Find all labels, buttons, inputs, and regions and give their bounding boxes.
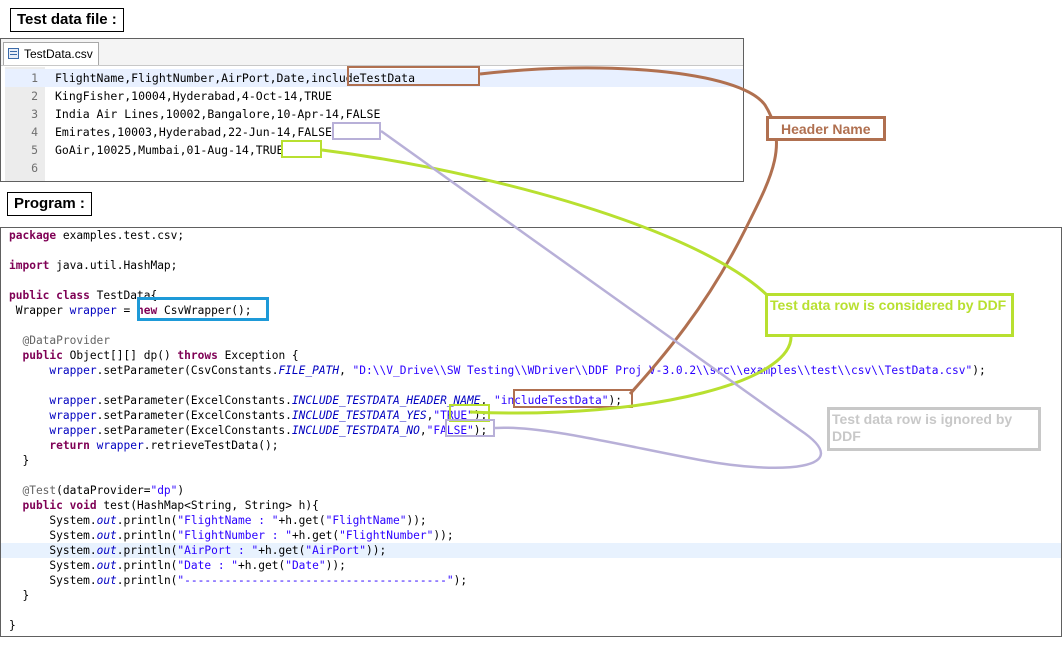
line-text: GoAir,10025,Mumbai,01-Aug-14,TRUE: [55, 143, 284, 157]
code-line: public class TestData{: [9, 289, 158, 302]
editor-tabstrip: TestData.csv: [1, 39, 743, 66]
false-string-highlight-box: [445, 419, 495, 437]
line-number: 2: [31, 89, 38, 103]
code-line: System.out.println("Date : "+h.get("Date…: [49, 559, 346, 572]
csv-editor-window: TestData.csv 1 FlightName,FlightNumber,Ai…: [0, 38, 744, 182]
code-line: public Object[][] dp() throws Exception …: [22, 349, 299, 362]
ignored-callout: Test data row is ignored by DDF: [827, 407, 1041, 451]
line-number: 5: [31, 143, 38, 157]
ignored-callout-text: Test data row is ignored by DDF: [832, 411, 1013, 444]
line-text: Emirates,10003,Hyderabad,22-Jun-14,FALSE: [55, 125, 332, 139]
code-line-current: System.out.println("AirPort : "+h.get("A…: [1, 543, 1061, 558]
header-name-callout: Header Name: [766, 116, 886, 141]
true-row-highlight-box: [281, 140, 322, 158]
program-label: Program :: [7, 192, 92, 216]
code-line: }: [9, 454, 30, 467]
csv-line: 5 GoAir,10025,Mumbai,01-Aug-14,TRUE: [5, 141, 743, 159]
false-row-highlight-box: [332, 122, 381, 140]
code-line: @Test(dataProvider="dp"): [9, 484, 185, 497]
code-line: System.out.println("FlightNumber : "+h.g…: [49, 529, 454, 542]
csv-line: 4 Emirates,10003,Hyderabad,22-Jun-14,FALS…: [5, 123, 743, 141]
considered-callout: Test data row is considered by DDF: [765, 293, 1014, 337]
code-line: Wrapper wrapper = new CsvWrapper();: [9, 304, 252, 317]
code-line: wrapper.setParameter(CsvConstants.FILE_P…: [49, 364, 986, 377]
tab-testdata-csv[interactable]: TestData.csv: [3, 42, 99, 65]
header-name-highlight-box: [347, 66, 480, 86]
code-line: return wrapper.retrieveTestData();: [49, 439, 279, 452]
code-line: public void test(HashMap<String, String>…: [22, 499, 319, 512]
header-name-callout-text: Header Name: [781, 121, 871, 137]
code-line: @DataProvider: [9, 334, 111, 347]
code-line: System.out.println("--------------------…: [49, 574, 468, 587]
csv-file-icon: [8, 48, 19, 59]
code-line: System.out.println("FlightName : "+h.get…: [49, 514, 427, 527]
include-testdata-string-highlight-box: [513, 389, 633, 408]
considered-callout-text: Test data row is considered by DDF: [770, 297, 1007, 313]
line-text: India Air Lines,10002,Bangalore,10-Apr-1…: [55, 107, 381, 121]
code-line: import java.util.HashMap;: [9, 259, 178, 272]
new-csvwrapper-highlight-box: [137, 297, 269, 321]
csv-line: 2 KingFisher,10004,Hyderabad,4-Oct-14,TRU…: [5, 87, 743, 105]
test-data-file-label: Test data file :: [10, 8, 124, 32]
code-line: }: [9, 589, 30, 602]
csv-line: 3 India Air Lines,10002,Bangalore,10-Apr-…: [5, 105, 743, 123]
line-text: FlightName,FlightNumber,AirPort,Date,inc…: [55, 71, 416, 85]
line-text: KingFisher,10004,Hyderabad,4-Oct-14,TRUE: [55, 89, 332, 103]
code-line: package examples.test.csv;: [9, 229, 185, 242]
tab-label: TestData.csv: [24, 47, 93, 61]
line-number: 1: [31, 71, 38, 85]
line-number: 4: [31, 125, 38, 139]
line-number: 6: [31, 161, 38, 175]
line-number: 3: [31, 107, 38, 121]
code-line: }: [9, 619, 16, 632]
csv-line: 6: [5, 159, 743, 177]
